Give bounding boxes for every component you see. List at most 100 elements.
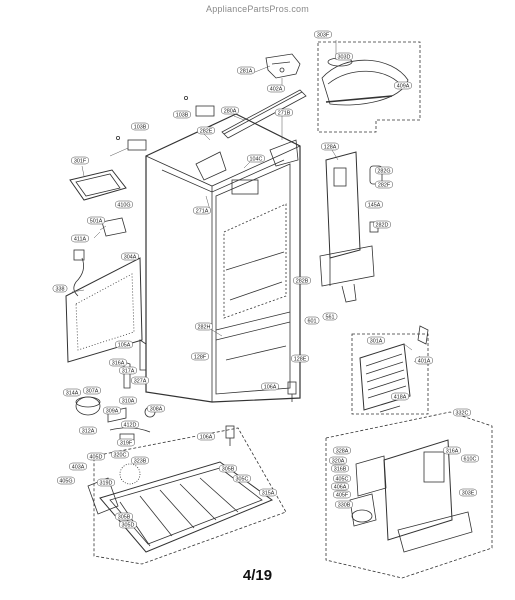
part-callout: 401A [414,356,434,365]
part-callout: 338 [52,284,68,293]
part-callout: 316A [442,446,462,455]
part-callout-label: 128A [324,145,337,151]
part-callout-label: 282D [376,223,389,229]
part-callout: 309A [102,406,122,415]
part-callout-label: 317A [122,369,135,375]
part-callout-label: 314A [66,391,79,397]
part-callout: 405G [56,476,76,485]
part-callout: 103B [130,122,150,131]
part-callout: 328A [332,446,352,455]
part-callout-label: 309A [106,409,119,415]
part-callout-label: 303F [317,33,330,39]
filter-cover-assembly [317,41,421,133]
part-callout: 410G [114,200,134,209]
part-callout-label: 330B [338,503,351,509]
power-cord [73,257,84,297]
part-callout: 418A [390,392,410,401]
part-callout-label: 282G [377,169,390,175]
part-callout: 402A [266,84,286,93]
part-callout-label: 316A [446,449,459,455]
part-callout: 501A [86,216,106,225]
part-callout: 128E [290,354,310,363]
duct-assembly [319,151,383,303]
filter-tray [69,169,127,201]
part-callout-label: 315A [262,491,275,497]
top-hinge-bracket [265,53,301,79]
part-callout: 320A [328,456,348,465]
part-callout-label: 411A [74,237,87,243]
part-callout-label: 271B [278,111,291,117]
part-callout-label: 403A [72,465,85,471]
part-callout-label: 303D [338,55,351,61]
sensor-cover [101,217,127,237]
part-callout-label: 308A [150,407,163,413]
part-callout-label: 282E [200,129,213,135]
part-callout: 406A [330,482,350,491]
condenser [359,325,429,413]
part-callout: 319F [116,438,136,447]
part-callout-label: 301F [74,159,87,165]
top-rail [221,89,307,139]
part-callout: 403A [68,462,88,471]
part-callout: 271B [274,108,294,117]
part-callout: 303E [458,488,478,497]
part-callout-label: 418A [394,395,407,401]
part-callout: 301A [366,336,386,345]
part-callout: 312A [78,426,98,435]
part-callout-label: 304A [124,255,137,261]
part-callout-label: 328A [336,449,349,455]
part-callout: 105A [114,340,134,349]
part-callout-label: 280A [224,109,237,115]
part-callout: 282B [292,276,312,285]
part-callout-label: 303E [462,491,475,497]
part-callout: 561 [322,312,338,321]
part-callout-label: 410G [117,203,130,209]
part-callout: 330B [334,500,354,509]
part-callout: 145A [364,200,384,209]
part-callout-label: 307A [86,389,99,395]
part-callout: 610C [460,454,480,463]
part-callout: 305B [114,512,134,521]
base-group-box [93,427,287,565]
part-callout-label: 128F [194,355,207,361]
part-callout: 405C [332,474,352,483]
rear-panel [65,257,143,363]
part-callout: 281A [236,66,256,75]
part-callout: 128A [320,142,340,151]
part-callout: 319D [96,478,116,487]
part-callout-label: 323B [134,459,147,465]
part-callout-label: 145A [368,203,381,209]
refrigerator-cabinet [145,113,301,403]
part-callout: 106A [196,432,216,441]
part-callout-label: 305D [122,523,135,529]
watermark: AppliancePartsPros.com [206,4,309,14]
part-callout: 411A [70,234,90,243]
part-callout: 315A [258,488,278,497]
part-callout-label: 409A [397,84,410,90]
small-cover-b [127,139,147,151]
part-callout: 128F [190,352,210,361]
part-callout-label: 401A [418,359,431,365]
part-callout: 305C [232,474,252,483]
part-callout-label: 332C [456,411,469,417]
part-callout-label: 310A [122,399,135,405]
part-callout: 412D [120,420,140,429]
part-callout: 305B [218,464,238,473]
part-callout-label: 405D [90,455,103,461]
part-callout-label: 601 [308,319,317,325]
part-callout: 304A [120,252,140,261]
machine-compartment-cover [87,461,274,553]
part-callout-label: 103B [134,125,147,131]
part-callout: 282D [372,220,392,229]
part-callout-label: 312A [82,429,95,435]
part-callout-label: 327A [134,379,147,385]
part-callout-label: 301A [370,339,383,345]
part-callout: 405D [86,452,106,461]
part-callout-label: 271A [196,209,209,215]
callout-labels: 303F303D409A281A402A280A103B103B282E271B… [52,30,480,529]
part-callout-label: 405F [336,493,349,499]
part-callout: 305D [118,520,138,529]
part-callout-label: 406A [334,485,347,491]
part-callout-label: 104C [250,157,263,163]
